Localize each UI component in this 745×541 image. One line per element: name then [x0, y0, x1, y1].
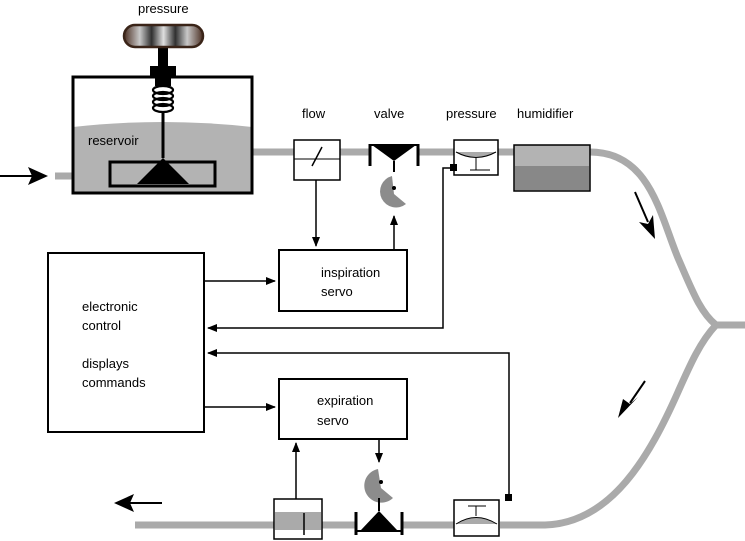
inspiratory-pressure-to-control — [207, 167, 453, 332]
top-pressure-label: pressure — [138, 1, 189, 16]
inlet-arrow-icon — [0, 167, 48, 185]
expiratory-motor — [364, 469, 393, 503]
humidifier — [513, 144, 591, 192]
inspiratory-motor — [380, 176, 406, 208]
expiration-servo-box — [278, 378, 408, 440]
flow-direction-arrows — [0, 167, 655, 512]
expiratory-pressure-sensor — [453, 494, 512, 537]
expiratory-direction-arrow-icon — [618, 380, 646, 418]
inspiratory-direction-arrow-icon — [634, 191, 655, 239]
expiratory-flow-sensor — [273, 498, 323, 540]
expiration-servo-label-line2: servo — [317, 413, 349, 428]
spring — [151, 84, 175, 114]
valve-label: valve — [374, 106, 405, 121]
electronic-control-box — [47, 252, 205, 433]
control-label-line3: displays — [82, 356, 129, 371]
inspiration-servo-label-line1: inspiration — [321, 265, 381, 280]
control-label-line4: commands — [82, 375, 146, 390]
pressure-adjust-screw — [150, 46, 176, 86]
inspiratory-pressure-sensor — [450, 139, 499, 176]
pressure-label: pressure — [446, 106, 497, 121]
inspiratory-valve — [368, 144, 420, 172]
humidifier-label: humidifier — [517, 106, 574, 121]
control-label-line1: electronic — [82, 299, 138, 314]
reservoir-label: reservoir — [88, 133, 139, 148]
expiration-servo-label-line1: expiration — [317, 393, 374, 408]
flow-sensor — [293, 139, 341, 181]
expiratory-pressure-to-control — [207, 349, 510, 497]
expiratory-valve — [354, 498, 404, 535]
inspiration-servo-label-line2: servo — [321, 284, 353, 299]
outlet-arrow-icon — [114, 494, 162, 512]
pressure-knob — [122, 23, 205, 49]
control-label-line2: control — [82, 318, 122, 333]
inspiration-servo-box — [278, 249, 408, 312]
control-signals — [204, 167, 510, 499]
flow-label: flow — [302, 106, 326, 121]
expiratory-tube — [135, 322, 719, 529]
